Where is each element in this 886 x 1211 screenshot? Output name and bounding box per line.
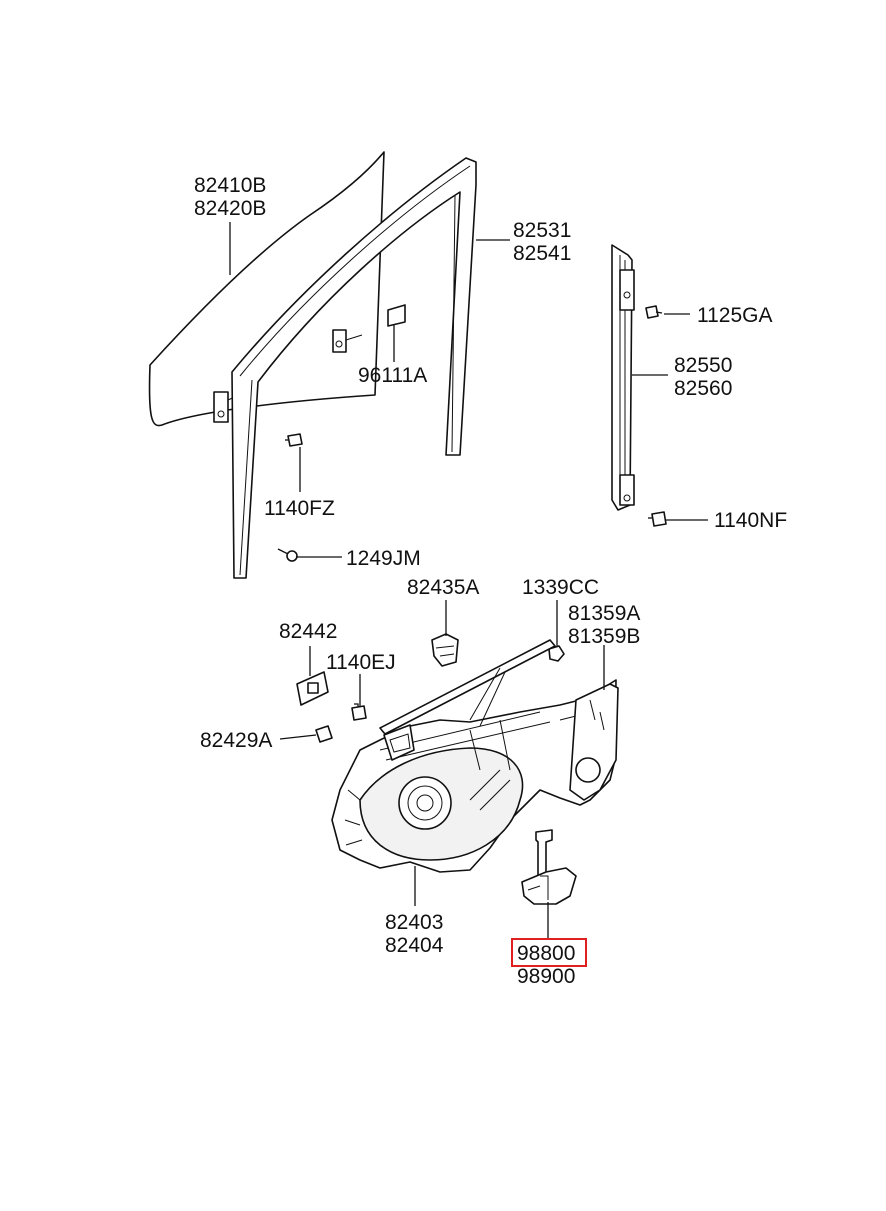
bracket-icon-82442 [296, 671, 329, 706]
label-patch [387, 304, 406, 327]
label-82420b[interactable]: 82420B [194, 197, 266, 220]
door-glass[interactable] [148, 151, 385, 427]
label-1140nf[interactable]: 1140NF [714, 509, 787, 532]
label-1140fz[interactable]: 1140FZ [264, 497, 335, 520]
bolt-icon-1140fz [285, 433, 303, 447]
regulator-assembly[interactable] [331, 639, 619, 873]
label-82442[interactable]: 82442 [279, 620, 337, 643]
bolt-icon-1125ga [645, 305, 663, 319]
label-1140ej[interactable]: 1140EJ [326, 651, 396, 674]
label-82550[interactable]: 82550 [674, 354, 732, 377]
label-1125ga[interactable]: 1125GA [697, 304, 773, 327]
window-motor[interactable] [521, 829, 577, 905]
label-82435a[interactable]: 82435A [407, 576, 479, 599]
grommet-icon-82429a [315, 725, 333, 743]
label-1339cc[interactable]: 1339CC [522, 576, 599, 599]
label-82410b[interactable]: 82410B [194, 174, 266, 197]
label-1249jm[interactable]: 1249JM [346, 547, 421, 570]
label-81359b[interactable]: 81359B [568, 625, 640, 648]
leader-lines [229, 222, 708, 938]
screw-icon-1249jm [277, 548, 298, 562]
label-82541[interactable]: 82541 [513, 242, 571, 265]
bolt-icon-1140nf [648, 511, 667, 527]
nut-icon-1339cc [548, 645, 565, 662]
label-98900[interactable]: 98900 [517, 965, 575, 988]
label-82403[interactable]: 82403 [385, 911, 443, 934]
bolt-icon-1140ej [351, 703, 367, 721]
callout-labels: 82410B 82420B 82531 82541 96111A 1125GA … [194, 174, 787, 988]
label-82429a[interactable]: 82429A [200, 729, 272, 752]
label-82404[interactable]: 82404 [385, 934, 444, 957]
label-81359a[interactable]: 81359A [568, 602, 640, 625]
clip-icon-82435a [431, 633, 459, 667]
label-82531[interactable]: 82531 [513, 219, 571, 242]
front-channel[interactable] [231, 157, 477, 579]
label-96111a[interactable]: 96111A [358, 364, 427, 387]
highlight-box [511, 938, 587, 967]
rear-channel[interactable] [611, 244, 635, 511]
label-82560[interactable]: 82560 [674, 377, 732, 400]
label-98800[interactable]: 98800 [517, 942, 575, 965]
